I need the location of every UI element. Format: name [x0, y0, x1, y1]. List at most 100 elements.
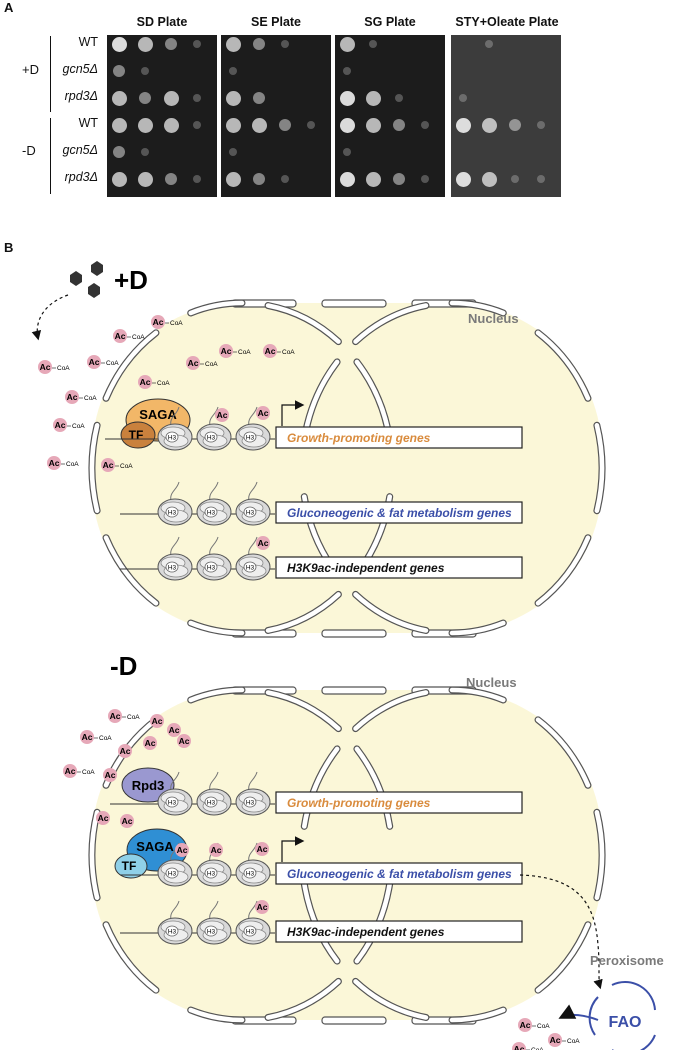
- rpd3-label: Rpd3: [132, 778, 165, 793]
- gene-label: Growth-promoting genes: [287, 796, 431, 810]
- yeast-spot: [225, 117, 241, 133]
- peroxisome-label: Peroxisome: [590, 953, 664, 968]
- yeast-spot: [281, 40, 289, 48]
- plate-title-se: SE Plate: [250, 15, 302, 29]
- svg-text:Ac: Ac: [67, 392, 78, 402]
- acetyl-coa: Ac: [96, 811, 110, 825]
- yeast-spot: [511, 175, 519, 183]
- transcription-arrow: [281, 836, 305, 862]
- gene-row: H3 H3 H3 Gluconeogenic & fat metabolism gen…: [120, 481, 523, 526]
- plate-title-sty-oleate: STY+Oleate Plate: [455, 15, 559, 29]
- svg-text:H3: H3: [207, 929, 216, 936]
- yeast-spot: [339, 36, 355, 52]
- svg-text:H3: H3: [207, 510, 216, 517]
- svg-text:Ac: Ac: [120, 746, 131, 756]
- yeast-spot: [251, 117, 267, 133]
- gene-box: [275, 791, 523, 814]
- svg-text:Ac: Ac: [55, 420, 66, 430]
- yeast-spot: [459, 94, 467, 102]
- acetyl-coa: Ac: [209, 843, 223, 857]
- svg-text:CoA: CoA: [82, 769, 95, 776]
- svg-text:Ac: Ac: [257, 844, 268, 854]
- strain-label: gcn5Δ: [62, 143, 99, 157]
- envelope-segment: [321, 686, 387, 695]
- yeast-spot: [163, 90, 179, 106]
- svg-text:Ac: Ac: [49, 458, 60, 468]
- strain-label: WT: [78, 116, 98, 130]
- acetyl-coa: Ac: [167, 723, 181, 737]
- yeast-spot: [137, 36, 153, 52]
- yeast-spot: [165, 173, 177, 185]
- svg-text:Ac: Ac: [258, 538, 269, 548]
- acetyl-coa: Ac: [255, 842, 269, 856]
- acetyl-coa: Ac CoA: [47, 456, 79, 470]
- svg-text:Ac: Ac: [89, 357, 100, 367]
- yeast-spot: [281, 175, 289, 183]
- yeast-spot: [455, 171, 471, 187]
- yeast-spot: [137, 171, 153, 187]
- svg-text:CoA: CoA: [66, 461, 79, 468]
- svg-text:H3: H3: [168, 510, 177, 517]
- yeast-spot: [485, 40, 493, 48]
- svg-text:Ac: Ac: [221, 346, 232, 356]
- svg-text:H3: H3: [246, 929, 255, 936]
- yeast-spot: [537, 175, 545, 183]
- gene-label: Gluconeogenic & fat metabolism genes: [287, 506, 512, 520]
- envelope-segment: [321, 1016, 387, 1025]
- nucleosome: H3: [196, 481, 232, 526]
- svg-text:H3: H3: [168, 929, 177, 936]
- nucleosome: H3: [157, 481, 193, 526]
- strain-label: gcn5Δ: [62, 62, 99, 76]
- svg-text:Ac: Ac: [82, 732, 93, 742]
- svg-text:CoA: CoA: [127, 714, 140, 721]
- yeast-spot: [395, 94, 403, 102]
- plate-sty-oleate: [451, 35, 561, 197]
- envelope-segment: [321, 629, 387, 638]
- hexagon-glucose-icon: [70, 261, 103, 298]
- acetyl-coa: Ac: [177, 734, 191, 748]
- svg-text:H3: H3: [246, 510, 255, 517]
- svg-text:H3: H3: [207, 800, 216, 807]
- yeast-spot: [365, 90, 381, 106]
- yeast-spot: [141, 67, 149, 75]
- yeast-spot: [339, 90, 355, 106]
- yeast-spot: [393, 119, 405, 131]
- rpd3-complex: [121, 767, 175, 803]
- transcription-arrow: [281, 400, 305, 426]
- svg-text:CoA: CoA: [84, 395, 97, 402]
- nucleosome: H3: [196, 536, 232, 581]
- svg-text:H3: H3: [168, 435, 177, 442]
- svg-text:H3: H3: [168, 800, 177, 807]
- saga-label: SAGA: [136, 839, 174, 854]
- strain-label: rpd3Δ: [64, 170, 98, 184]
- panel-b-letter: B: [4, 240, 14, 255]
- yeast-spot: [225, 171, 241, 187]
- condition-bracket: [50, 36, 51, 112]
- nucleus-label: Nucleus: [468, 311, 519, 326]
- svg-text:CoA: CoA: [238, 349, 251, 356]
- yeast-spot: [481, 117, 497, 133]
- yeast-spot: [253, 173, 265, 185]
- condition-label-plus-d: +D: [22, 62, 39, 77]
- yeast-spot: [225, 36, 241, 52]
- plate-sg: [335, 35, 445, 197]
- yeast-spot: [113, 146, 125, 158]
- fao-cycle-icon: [558, 981, 656, 1050]
- yeast-spot: [343, 67, 351, 75]
- svg-text:Ac: Ac: [550, 1035, 561, 1045]
- yeast-spot: [113, 65, 125, 77]
- svg-text:Ac: Ac: [115, 331, 126, 341]
- gene-label: H3K9ac-independent genes: [287, 561, 445, 575]
- svg-text:Ac: Ac: [122, 816, 133, 826]
- svg-text:Ac: Ac: [257, 902, 268, 912]
